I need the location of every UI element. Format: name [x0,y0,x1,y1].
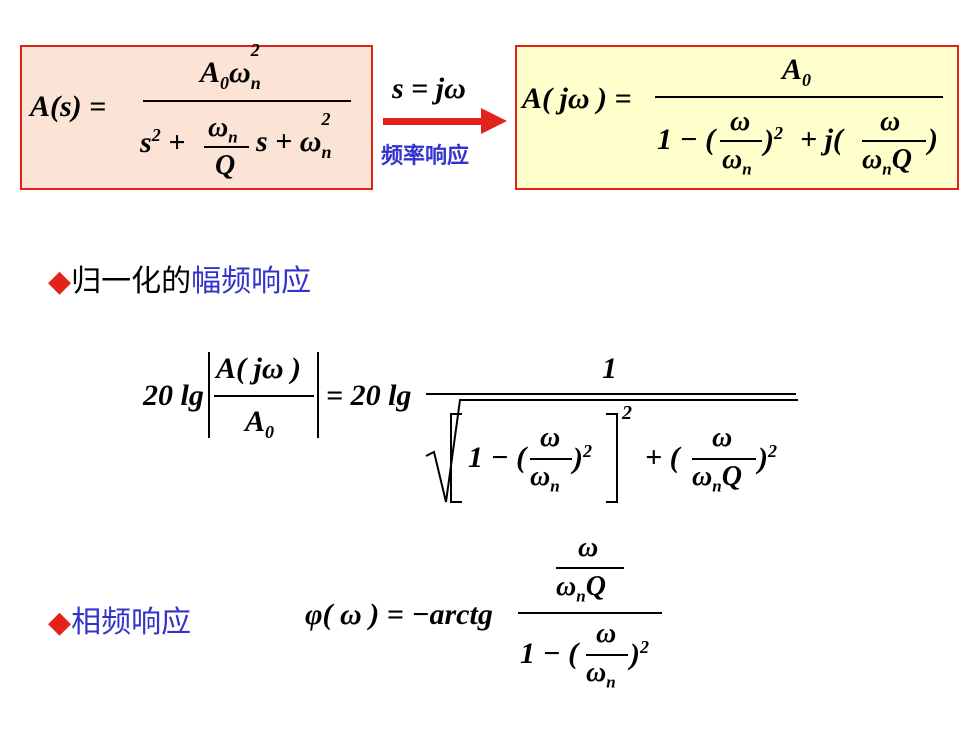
freq-numerator: A0 [782,53,812,90]
freq-den-f1-den: ωn [722,144,752,179]
right-bracket-icon [606,413,618,503]
sqrt-sign-icon [425,399,798,503]
amp-rhs-bar [426,393,796,395]
phase-bot-f-den: ωn [586,657,616,692]
right-arrow-icon [383,108,507,134]
amp-inner2-f-num: ω [712,422,733,453]
amp-inner-b: )2 [573,441,592,475]
substitution-label: s = jω [392,72,466,105]
amp-inner-f-bar [530,458,572,460]
amp-inner-a: 1 − ( [468,441,527,474]
freq-den-f2-den: ωnQ [862,144,912,179]
freq-lhs: A( jω ) = [522,82,632,115]
amp-lhs-bar [214,395,314,397]
left-bracket-icon [450,413,462,503]
amp-inner2-f-den: ωnQ [692,461,742,496]
amp-inner2-close: )2 [758,441,777,475]
freq-den-d: ) [928,123,938,156]
phase-bot-close: )2 [630,637,649,671]
amp-plus: + ( [645,441,680,474]
freq-den-f2-num: ω [880,106,901,137]
diamond-bullet-icon: ◆ [48,264,72,299]
phase-bot-f-num: ω [596,618,617,649]
phase-bot-a: 1 − ( [520,637,579,670]
amp-lhs-prefix: 20 lg [143,379,204,412]
amp-lhs-num: A( jω ) [216,352,302,385]
phase-top-num: ω [578,532,599,563]
phase-lhs: φ( ω ) = −arctg [305,598,493,631]
freq-fraction-bar [655,96,943,98]
transfer-den-frac-bar [204,146,249,148]
transfer-lhs: A(s) = [30,90,107,123]
bracket-exponent: 2 [622,402,632,424]
abs-bar-right [317,352,319,438]
phase-section-title: ◆相频响应 [48,605,192,640]
frequency-response-label: 频率响应 [381,144,470,169]
transfer-function-box [20,45,373,190]
freq-den-b: )2 [764,123,783,157]
freq-den-f1-num: ω [730,106,751,137]
amp-inner2-f-bar [692,458,756,460]
transfer-den-s: s2 + [140,125,186,159]
freq-den-a: 1 − ( [657,123,716,156]
amp-equals: = 20 lg [326,379,412,412]
amp-lhs-den: A0 [245,405,275,442]
amp-rhs-num: 1 [602,352,617,385]
freq-den-f2-bar [862,140,926,142]
transfer-den-frac-num: ωn [208,112,238,147]
frequency-response-box [515,45,959,190]
phase-bot-f-bar [586,654,628,656]
transfer-fraction-bar [143,100,351,102]
amp-inner-f-den: ωn [530,461,560,496]
transfer-den-frac-den: Q [215,150,236,181]
phase-top-bar [556,567,624,569]
phase-main-bar [518,612,662,614]
freq-den-c: + j( [800,123,843,156]
amp-inner-f-num: ω [540,422,561,453]
freq-den-f1-bar [720,140,762,142]
diamond-bullet-icon: ◆ [48,605,72,640]
abs-bar-left [208,352,210,438]
amplitude-section-title: ◆归一化的幅频响应 [48,264,312,299]
phase-top-den: ωnQ [556,571,606,606]
